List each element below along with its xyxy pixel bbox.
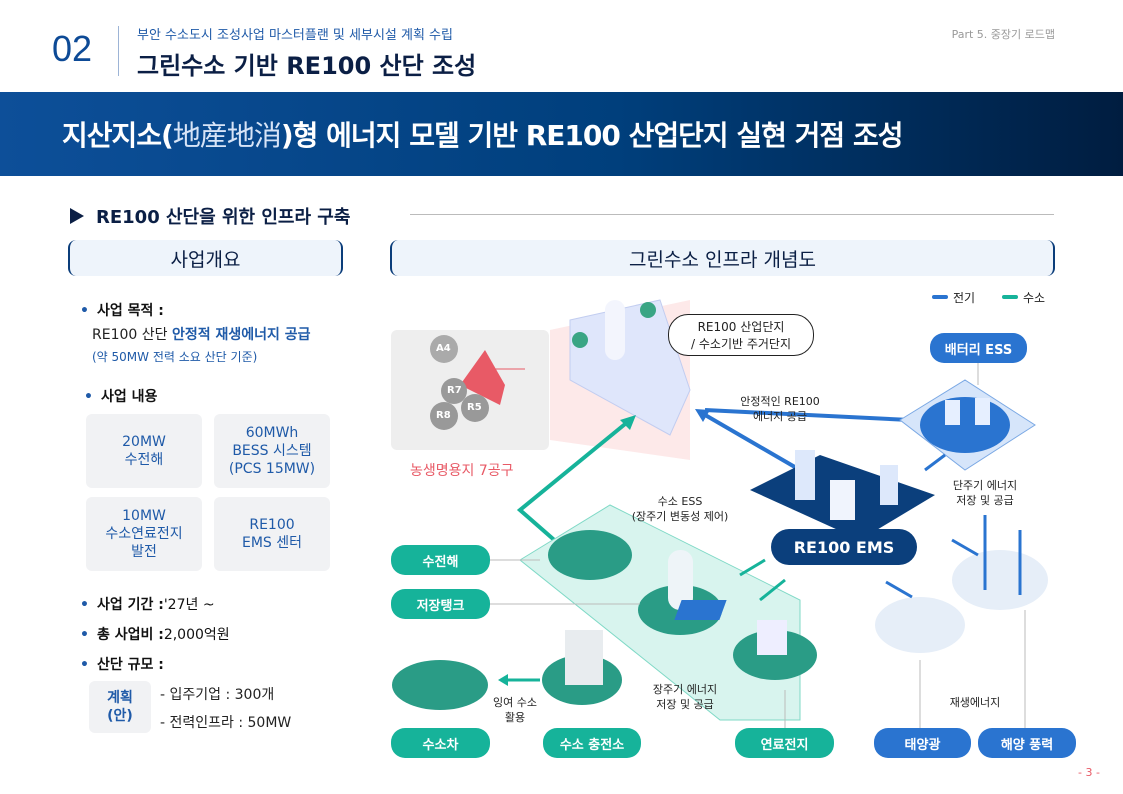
header-subtitle: 부안 수소도시 조성사업 마스터플랜 및 세부시설 계획 수립 [137,28,453,43]
ems-label: RE100 EMS [771,529,917,565]
plan-tag: 계획 (안) [89,681,151,733]
triangle-icon [70,208,84,224]
electric-arrow [698,410,802,472]
purpose-note: (약 50MW 전력 소요 산단 기준) [92,350,258,364]
section-heading: RE100 산단을 위한 인프라 구축 [70,203,350,229]
period: 사업 기간 :'27년 ~ [80,594,215,614]
section-divider [410,214,1054,215]
legend-hydrogen: 수소 [1023,291,1046,305]
section-title: RE100 산단을 위한 인프라 구축 [96,207,351,228]
scale-label: 산단 규모 : [80,654,164,674]
banner-hanja: 地産地消 [172,119,282,152]
banner: 지산지소(地産地消)형 에너지 모델 기반 RE100 산업단지 실현 거점 조… [0,92,1123,176]
banner-pre: 지산지소( [62,119,174,152]
storage-tank-label: 저장탱크 [391,589,490,619]
overview-header: 사업개요 [68,240,343,276]
surplus-caption: 잉여 수소 활용 [493,696,537,725]
content-box: 60MWh BESS 시스템 (PCS 15MW) [214,414,330,488]
complex-callout: RE100 산업단지 / 수소기반 주거단지 [668,314,814,356]
map-label: R5 [467,402,482,413]
fuel-cell-label: 연료전지 [735,728,834,758]
battery-ess-label: 배터리 ESS [930,333,1027,363]
scale-item: - 입주기업 : 300개 [160,687,275,703]
solar-label: 태양광 [874,728,971,758]
banner-post: )형 에너지 모델 기반 [280,119,526,152]
content-box: RE100 EMS 센터 [214,497,330,571]
offshore-wind-label: 해양 풍력 [978,728,1076,758]
banner-bold: RE100 산업단지 실현 거점 조성 [525,119,904,152]
divider [118,26,119,76]
site-area [460,350,505,405]
renewable-caption: 재생에너지 [949,696,1001,709]
page-number: - 3 - [1078,766,1100,779]
map-label: R8 [436,410,451,421]
part-label: Part 5. 중장기 로드맵 [951,28,1055,41]
fcev-label: 수소차 [391,728,490,758]
scale-item: - 전력인프라 : 50MW [160,715,292,731]
long-term-caption: 장주기 에너지 저장 및 공급 [652,683,718,712]
short-term-caption: 단주기 에너지 저장 및 공급 [952,479,1018,508]
content-label: 사업 내용 [84,386,157,406]
purpose-text: RE100 산단 안정적 재생에너지 공급 [92,327,311,343]
map-label: R7 [447,385,462,396]
charging-station-label: 수소 충전소 [543,728,641,758]
content-box: 10MW 수소연료전지 발전 [86,497,202,571]
purpose-label: 사업 목적 : [80,300,164,320]
cost: 총 사업비 :2,000억원 [80,624,230,644]
electrolysis-label: 수전해 [391,545,490,575]
map-label: A4 [436,343,451,354]
supply-caption: 안정적인 RE100 에너지 공급 [740,395,820,424]
purpose-highlight: 안정적 재생에너지 공급 [171,327,311,343]
concept-header: 그린수소 인프라 개념도 [390,240,1055,276]
content-box: 20MW 수전해 [86,414,202,488]
map-caption: 농생명용지 7공구 [410,463,514,479]
legend-electric: 전기 [953,291,976,305]
chapter-number: 02 [52,28,93,69]
page-title: 그린수소 기반 RE100 산단 조성 [137,52,477,80]
hydrogen-arrow [516,418,632,547]
h2-ess-caption: 수소 ESS (장주기 변동성 제어) [631,495,729,524]
